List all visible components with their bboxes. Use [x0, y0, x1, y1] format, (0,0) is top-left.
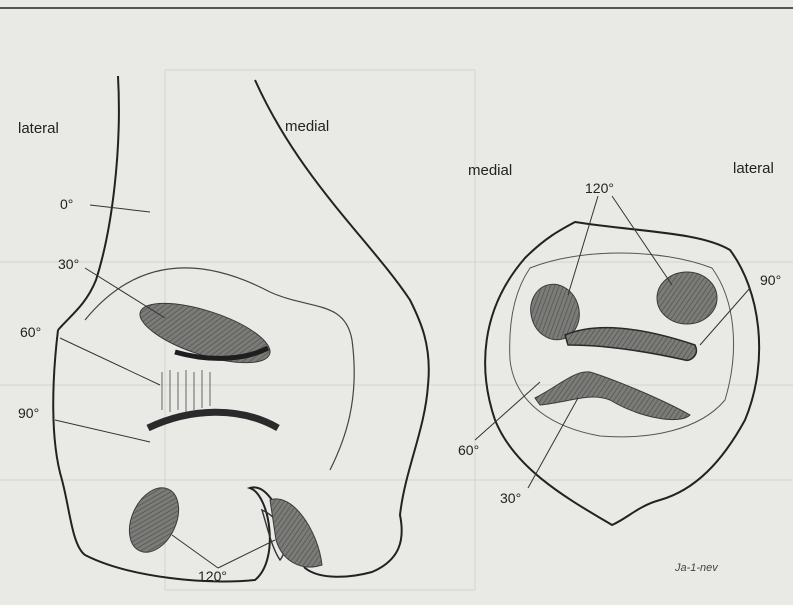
femur-angle-30-label: 30°: [58, 256, 79, 272]
femur-angle-0-label: 0°: [60, 196, 73, 212]
patella-contact-90: [565, 328, 696, 361]
patella-contact-120-right: [657, 272, 717, 324]
femur-angle-60-label: 60°: [20, 324, 41, 340]
artist-signature: Ja-1-nev: [675, 562, 718, 574]
patella-angle-30-label: 30°: [500, 490, 521, 506]
patella-angle-120-label: 120°: [585, 180, 614, 196]
femur-lateral-label: lateral: [18, 120, 59, 137]
femur-angle-90-label: 90°: [18, 405, 39, 421]
patella-angle-60-label: 60°: [458, 442, 479, 458]
contact-area-120-left: [120, 480, 189, 560]
patella-lateral-label: lateral: [733, 160, 774, 177]
contact-area-60-lines: [162, 370, 210, 412]
contact-area-30: [134, 291, 277, 375]
patella-contact-30: [535, 372, 690, 420]
femur-angle-120-label: 120°: [198, 568, 227, 584]
patella-angle-90-label: 90°: [760, 272, 781, 288]
femur-medial-label: medial: [285, 118, 329, 135]
contact-area-90: [148, 412, 278, 428]
patella-medial-label: medial: [468, 162, 512, 179]
